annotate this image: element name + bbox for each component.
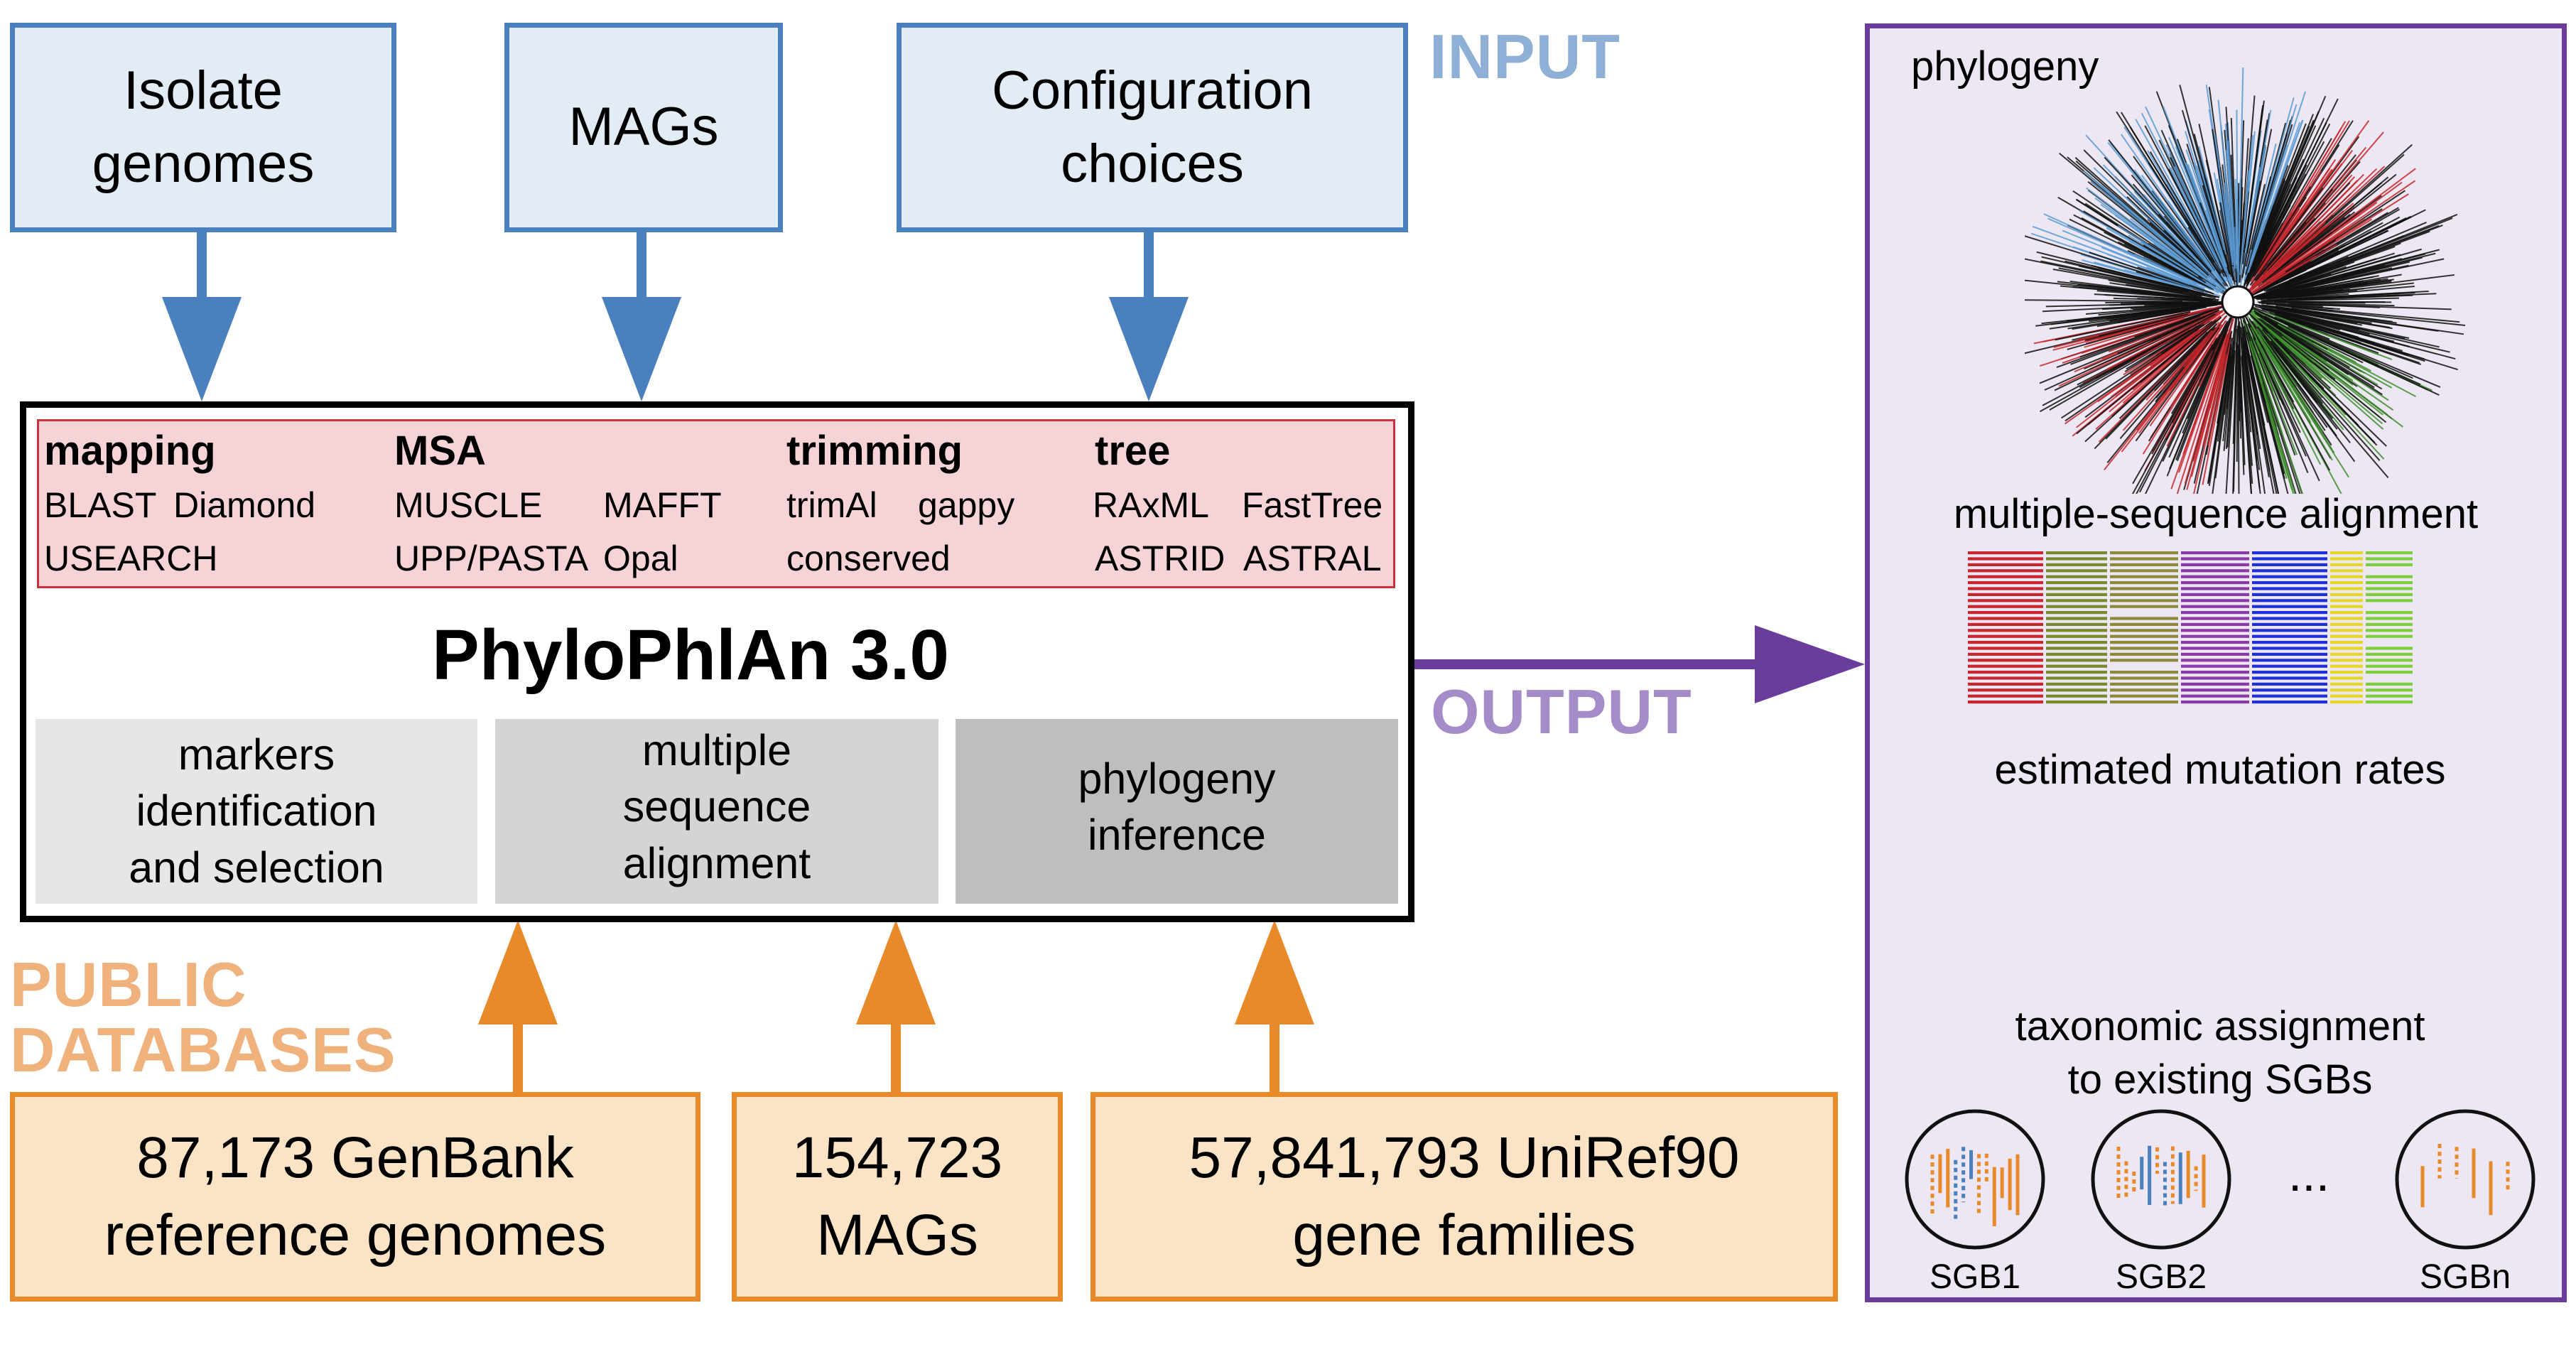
step-line: markers xyxy=(178,730,335,779)
tool-astral: ASTRAL xyxy=(1243,539,1382,578)
phylogeny-tree-graphic xyxy=(2025,67,2465,494)
tool-conserved: conserved xyxy=(786,539,951,578)
db-box-line2: MAGs xyxy=(816,1202,978,1267)
step-line: and selection xyxy=(129,843,384,892)
output-arrow xyxy=(1410,625,1865,703)
input-section-label: INPUT xyxy=(1429,21,1620,92)
input-arrow-1 xyxy=(162,231,242,401)
step-markers-identification: markers identification and selection xyxy=(36,719,477,904)
msa-graphic xyxy=(1968,551,2413,704)
input-isolate-genomes-box: Isolate genomes xyxy=(10,23,396,232)
msa-block xyxy=(1968,551,2043,704)
output-mutation-label: estimated mutation rates xyxy=(1994,747,2446,793)
sgb-circles-graphic xyxy=(1905,1109,2536,1250)
tool-trimal: trimAl xyxy=(786,485,877,525)
msa-block xyxy=(2366,551,2413,704)
output-msa-label: multiple-sequence alignment xyxy=(1953,491,2479,537)
tool-mafft: MAFFT xyxy=(603,485,722,525)
input-configuration-box: Configuration choices xyxy=(897,23,1408,232)
database-mags-box: 154,723 MAGs xyxy=(732,1092,1063,1302)
tool-muscle: MUSCLE xyxy=(394,485,543,525)
input-box-line1: Configuration xyxy=(991,60,1314,121)
tool-header-msa: MSA xyxy=(394,428,486,474)
output-section-label: OUTPUT xyxy=(1431,676,1692,747)
database-arrow-1 xyxy=(478,920,558,1093)
tool-header-tree: tree xyxy=(1095,428,1171,474)
tool-diamond: Diamond xyxy=(173,485,316,525)
sgb-circle xyxy=(2395,1109,2536,1250)
tool-opal: Opal xyxy=(603,539,678,578)
output-phylogeny-label: phylogeny xyxy=(1911,43,2099,90)
tool-header-trimming: trimming xyxy=(786,428,963,474)
db-box-line1: 154,723 xyxy=(791,1125,1003,1191)
msa-block xyxy=(2181,551,2249,704)
step-line: phylogeny xyxy=(1078,754,1276,803)
msa-block xyxy=(2252,551,2327,704)
public-databases-line2: DATABASES xyxy=(10,1015,396,1085)
tool-fasttree: FastTree xyxy=(1242,485,1383,525)
database-genbank-box: 87,173 GenBank reference genomes xyxy=(10,1092,700,1302)
step-line: identification xyxy=(136,786,377,836)
sgb2-label: SGB2 xyxy=(2115,1258,2207,1296)
db-box-line2: gene families xyxy=(1292,1202,1636,1267)
sgb-ellipsis: ... xyxy=(2288,1146,2330,1201)
tree-branches xyxy=(2025,67,2465,494)
database-arrow-2 xyxy=(856,920,936,1093)
taxonomic-line2: to existing SGBs xyxy=(2067,1056,2373,1103)
input-box-line2: choices xyxy=(1061,133,1244,194)
sgb1-label: SGB1 xyxy=(1929,1258,2021,1296)
db-box-line2: reference genomes xyxy=(104,1202,607,1267)
tool-header-mapping: mapping xyxy=(44,428,216,474)
database-uniref90-box: 57,841,793 UniRef90 gene families xyxy=(1091,1092,1838,1302)
public-databases-label: PUBLIC DATABASES xyxy=(10,953,396,1081)
sgb-circle xyxy=(2091,1109,2231,1250)
tool-usearch: USEARCH xyxy=(44,539,218,578)
tool-blast: BLAST xyxy=(44,485,157,525)
taxonomic-line1: taxonomic assignment xyxy=(2015,1003,2425,1049)
step-line: multiple xyxy=(642,726,792,775)
db-box-line1: 87,173 GenBank xyxy=(136,1125,574,1191)
step-line: sequence xyxy=(622,782,811,831)
msa-block xyxy=(2110,551,2178,704)
sgb-circle xyxy=(1905,1109,2045,1250)
database-arrow-3 xyxy=(1235,920,1314,1093)
input-box-line1: Isolate xyxy=(124,60,283,121)
input-box-line2: genomes xyxy=(92,133,315,194)
step-multiple-sequence-alignment: multiple sequence alignment xyxy=(495,719,938,904)
public-databases-line1: PUBLIC xyxy=(10,949,247,1020)
step-line: alignment xyxy=(622,838,811,887)
msa-block xyxy=(2330,551,2363,704)
main-title: PhyloPhlAn 3.0 xyxy=(432,615,949,695)
msa-block xyxy=(2046,551,2107,704)
input-arrow-2 xyxy=(602,231,681,401)
tools-panel xyxy=(37,419,1395,588)
tree-root xyxy=(2221,285,2255,319)
input-mags-box: MAGs xyxy=(504,23,783,232)
input-arrow-3 xyxy=(1109,231,1189,401)
tool-raxml: RAxML xyxy=(1093,485,1209,525)
tool-astrid: ASTRID xyxy=(1095,539,1225,578)
output-taxonomic-label: taxonomic assignment to existing SGBs xyxy=(1865,1000,2575,1107)
step-line: inference xyxy=(1088,811,1266,859)
db-box-line1: 57,841,793 UniRef90 xyxy=(1189,1125,1740,1191)
step-phylogeny-inference: phylogeny inference xyxy=(956,719,1398,904)
sgbn-label: SGBn xyxy=(2419,1258,2511,1296)
input-box-line1: MAGs xyxy=(568,97,719,158)
tool-gappy: gappy xyxy=(918,485,1015,525)
tool-upp-pasta: UPP/PASTA xyxy=(394,539,589,578)
